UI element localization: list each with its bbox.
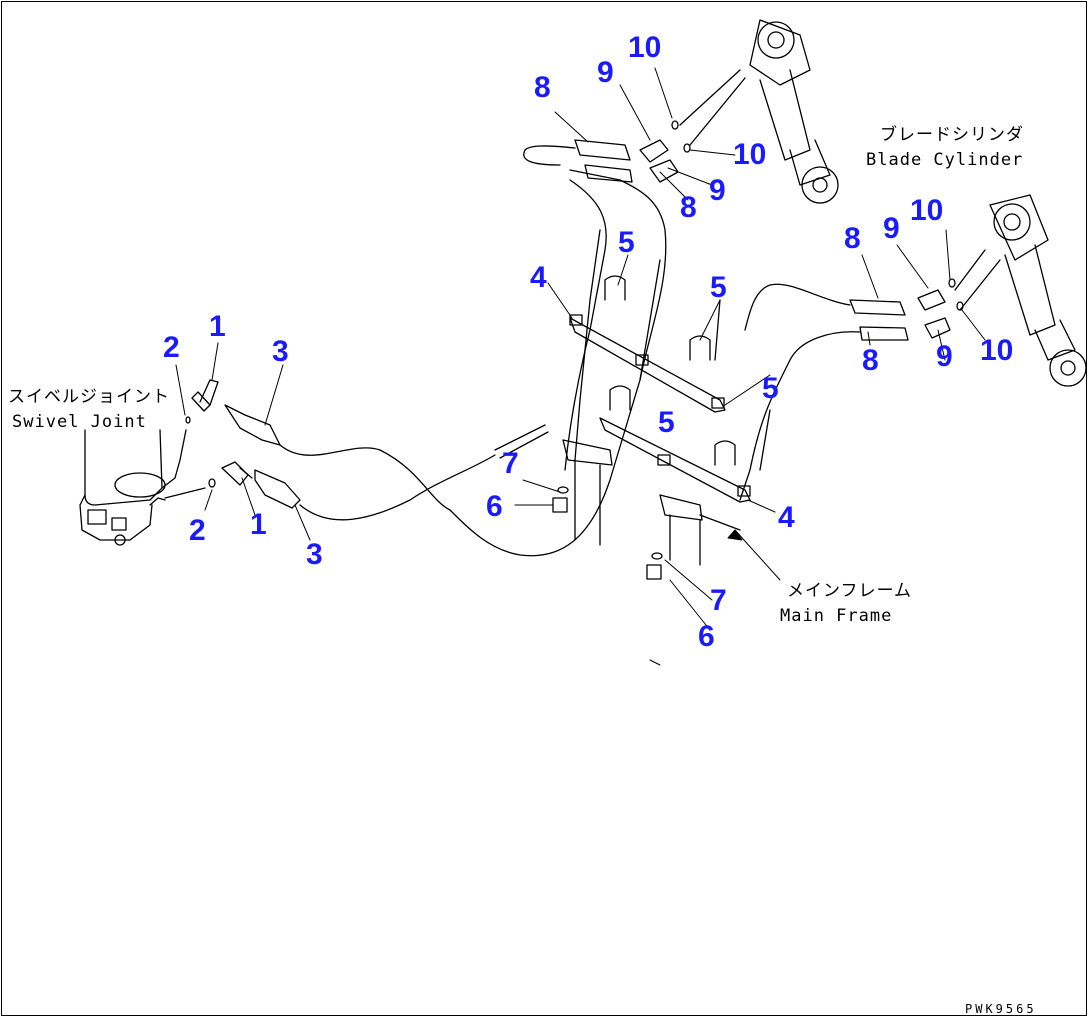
callout-8: 8 (844, 222, 861, 255)
callout-9: 9 (936, 340, 953, 373)
callout-4: 4 (778, 501, 795, 534)
callout-7: 7 (710, 584, 727, 617)
swivel-joint-part (79, 429, 206, 546)
cylinder-fittings (574, 120, 964, 341)
blade-cylinder-label-jp: ブレードシリンダ (880, 125, 1024, 145)
main-frame-part (562, 439, 741, 566)
callout-7: 7 (502, 447, 519, 480)
nuts-washers (494, 424, 663, 580)
callout-6: 6 (486, 490, 503, 523)
main-frame-label-en: Main Frame (780, 606, 893, 626)
blade-cylinder-upper (679, 19, 839, 204)
callout-8: 8 (862, 344, 879, 377)
u-bolts (604, 275, 736, 466)
swivel-joint-label-jp: スイベルジョイント (8, 387, 170, 407)
callout-3: 3 (272, 335, 289, 368)
callout-3: 3 (306, 538, 323, 571)
callout-9: 9 (597, 56, 614, 89)
callout-9: 9 (883, 212, 900, 245)
callout-5: 5 (762, 372, 779, 405)
steel-tubes (574, 229, 771, 471)
callout-1: 1 (250, 508, 267, 541)
drawing-id: PWK9565 (965, 1002, 1037, 1016)
callout-5: 5 (710, 271, 727, 304)
callout-8: 8 (680, 191, 697, 224)
callout-2: 2 (189, 514, 206, 547)
callout-2: 2 (163, 331, 180, 364)
blade-cylinder-label-en: Blade Cylinder (866, 150, 1024, 170)
callout-9: 9 (709, 174, 726, 207)
callout-5: 5 (658, 406, 675, 439)
callout-1: 1 (209, 310, 226, 343)
hoses (279, 145, 861, 557)
main-frame-label-jp: メインフレーム (787, 581, 912, 601)
swivel-joint-label-en: Swivel Joint (12, 412, 147, 432)
callout-8: 8 (534, 71, 551, 104)
leader-lines (175, 67, 986, 666)
callout-10: 10 (628, 31, 662, 64)
clamp-bars (569, 314, 751, 503)
callout-4: 4 (530, 261, 547, 294)
blade-cylinder-lower (954, 194, 1087, 387)
callout-10: 10 (910, 194, 944, 227)
callout-6: 6 (698, 620, 715, 653)
callout-5: 5 (618, 226, 635, 259)
callout-10: 10 (980, 334, 1014, 367)
callout-10: 10 (733, 138, 767, 171)
